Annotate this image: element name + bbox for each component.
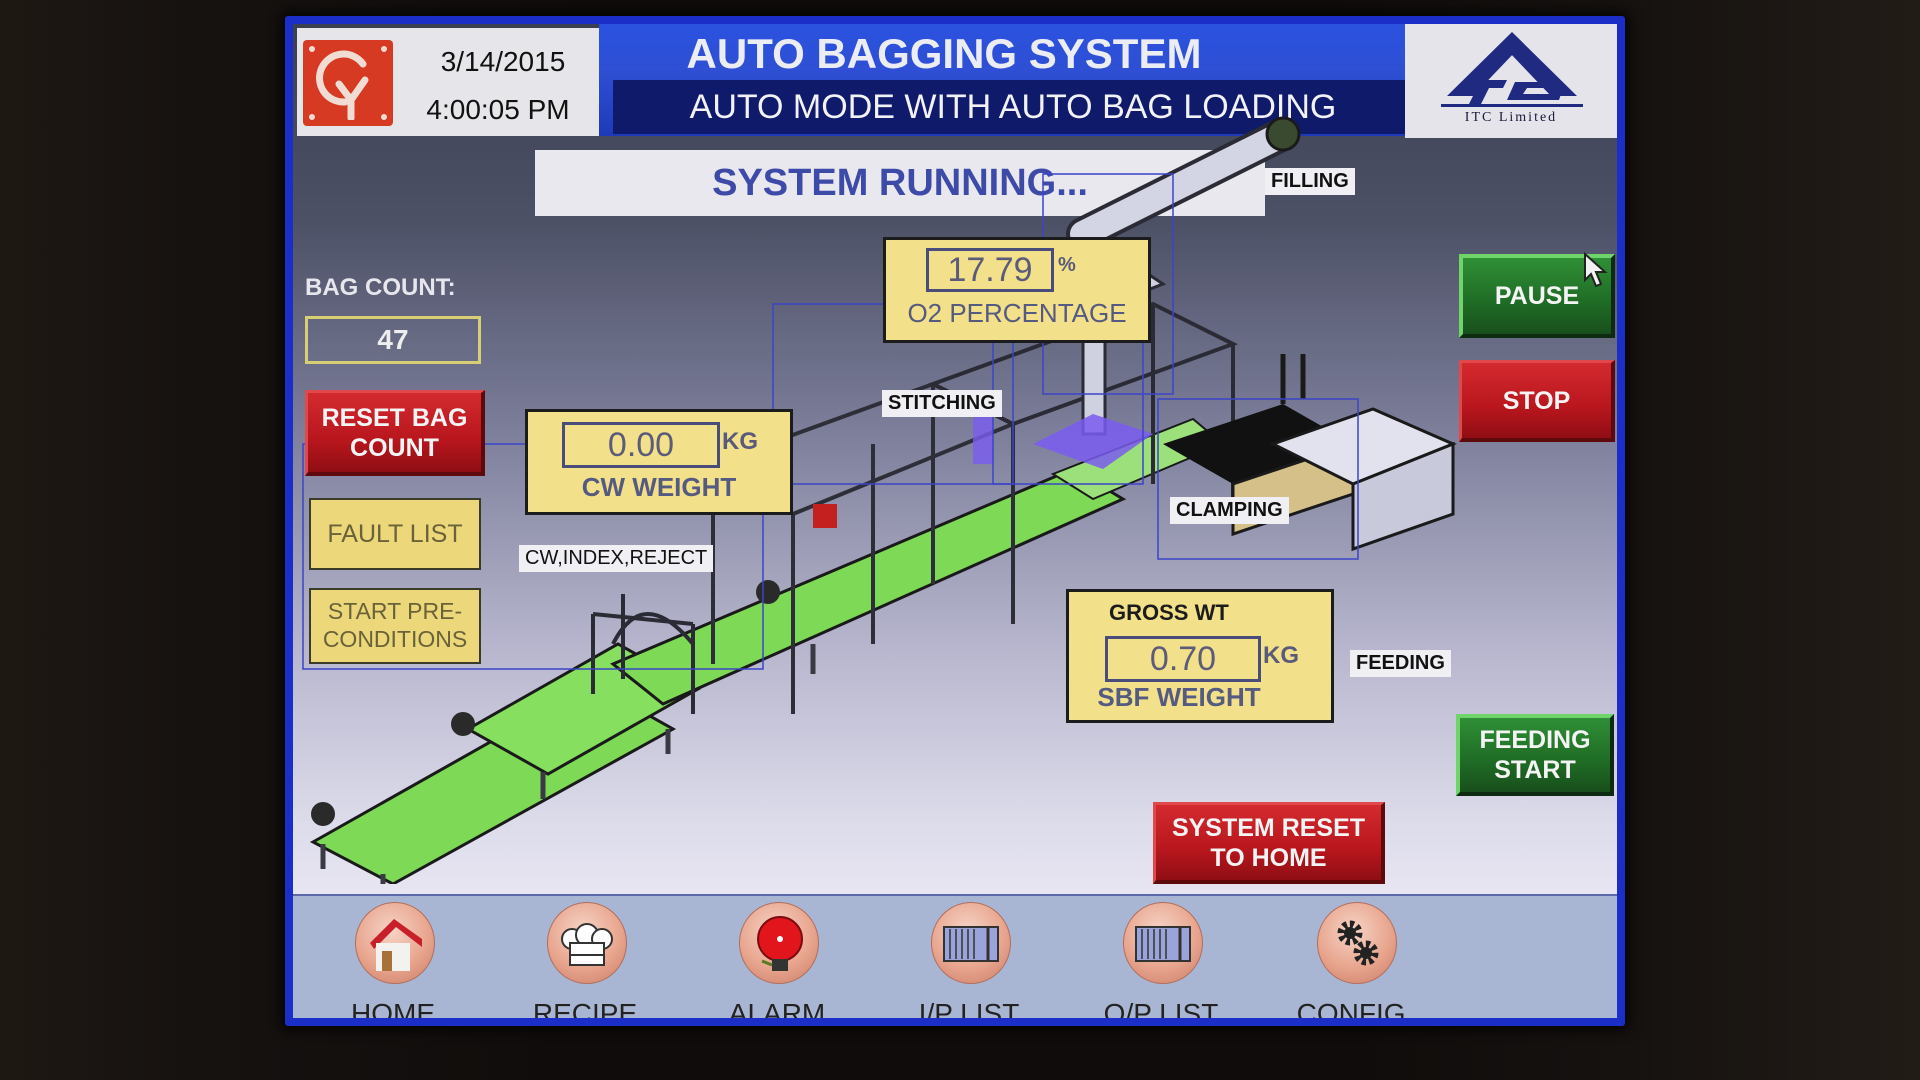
nav-alarm-label: ALARM (728, 998, 826, 1018)
cw-weight-value: 0.00 (562, 422, 720, 468)
gears-icon (1317, 902, 1397, 984)
nav-op-list[interactable]: O/P LIST (1081, 902, 1241, 1018)
nav-recipe[interactable]: RECIPE (505, 902, 665, 1018)
status-text: SYSTEM RUNNING... (712, 162, 1088, 204)
zone-label-clamping: CLAMPING (1170, 497, 1289, 524)
fault-list-button[interactable]: FAULT LIST (309, 498, 481, 570)
feeding-start-button[interactable]: FEEDING START (1456, 714, 1614, 796)
io-module-icon (1123, 902, 1203, 984)
home-icon (355, 902, 435, 984)
io-module-icon (931, 902, 1011, 984)
stop-button[interactable]: STOP (1459, 360, 1615, 442)
mode-subtitle: AUTO MODE WITH AUTO BAG LOADING (689, 88, 1337, 126)
zone-label-filling: FILLING (1265, 168, 1355, 195)
mouse-cursor-icon (1584, 252, 1608, 288)
itc-logo-icon (1441, 32, 1583, 107)
chef-hat-icon (547, 902, 627, 984)
hmi-panel: 3/14/2015 4:00:05 PM AUTO BAGGING SYSTEM… (293, 24, 1617, 1018)
brand-logo-text: ITC Limited (1464, 110, 1558, 125)
brand-logo-panel (1405, 24, 1617, 138)
bag-count-label: BAG COUNT: (305, 274, 456, 301)
start-preconditions-button[interactable]: START PRE-CONDITIONS (309, 588, 481, 664)
time-display: 4:00:05 PM (426, 94, 570, 125)
nav-config-label: CONFIG. (1296, 998, 1414, 1018)
cy-logo-icon (303, 40, 393, 126)
hmi-screen: 3/14/2015 4:00:05 PM AUTO BAGGING SYSTEM… (285, 16, 1625, 1026)
o2-percentage-panel: 17.79 % O2 PERCENTAGE (883, 237, 1151, 343)
date-display: 3/14/2015 (440, 46, 566, 77)
bag-count-value: 47 (305, 316, 481, 364)
o2-unit: % (1058, 254, 1076, 276)
sbf-weight-unit: KG (1263, 642, 1299, 669)
sbf-weight-panel: GROSS WT 0.70 KG SBF WEIGHT (1066, 589, 1334, 723)
main-conveyor (610, 467, 1127, 706)
sbf-weight-label: SBF WEIGHT (1097, 682, 1261, 712)
zone-label-feeding: FEEDING (1350, 650, 1451, 677)
zone-label-cw-index-reject: CW,INDEX,REJECT (519, 545, 714, 572)
cw-weight-unit: KG (722, 428, 758, 455)
bag-shape (1033, 414, 1153, 469)
o2-label: O2 PERCENTAGE (907, 298, 1127, 328)
alarm-bell-icon (739, 902, 819, 984)
nav-ip-list[interactable]: I/P LIST (889, 902, 1049, 1018)
reset-bag-count-button[interactable]: RESET BAG COUNT (305, 390, 485, 476)
nav-home[interactable]: HOME (313, 902, 473, 1018)
cw-weight-panel: 0.00 KG CW WEIGHT (525, 409, 793, 515)
o2-value: 17.79 (926, 248, 1054, 292)
cw-weight-label: CW WEIGHT (581, 472, 737, 502)
system-reset-home-button[interactable]: SYSTEM RESET TO HOME (1153, 802, 1385, 884)
sbf-weight-value: 0.70 (1105, 636, 1261, 682)
nav-ip-list-label: I/P LIST (918, 998, 1020, 1018)
nav-config[interactable]: CONFIG. (1275, 902, 1435, 1018)
nav-recipe-label: RECIPE (532, 998, 638, 1018)
gross-wt-title: GROSS WT (1109, 600, 1229, 625)
nav-op-list-label: O/P LIST (1103, 998, 1219, 1018)
nav-home-label: HOME (351, 998, 435, 1018)
app-title: AUTO BAGGING SYSTEM (686, 30, 1202, 77)
zone-label-stitching: STITCHING (882, 390, 1002, 417)
nav-alarm[interactable]: ALARM (697, 902, 857, 1018)
machine-schematic (302, 116, 1457, 884)
